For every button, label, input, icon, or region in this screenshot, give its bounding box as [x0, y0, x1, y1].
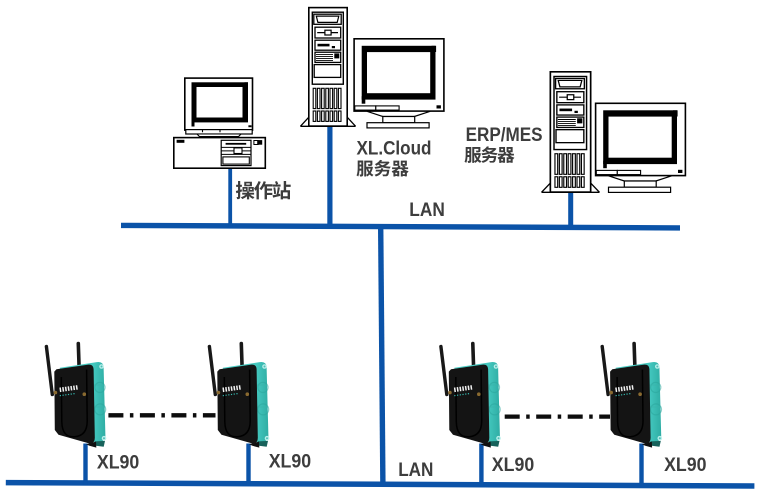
- svg-text:XL90: XL90: [492, 455, 534, 476]
- svg-text:XL90: XL90: [269, 452, 311, 473]
- svg-text:LAN: LAN: [409, 200, 445, 221]
- svg-text:XL.Cloud: XL.Cloud: [357, 139, 432, 160]
- svg-text:XL90: XL90: [664, 455, 706, 476]
- svg-text:ERP/MES: ERP/MES: [466, 125, 543, 146]
- svg-text:LAN: LAN: [398, 460, 433, 481]
- svg-text:XL90: XL90: [97, 452, 139, 473]
